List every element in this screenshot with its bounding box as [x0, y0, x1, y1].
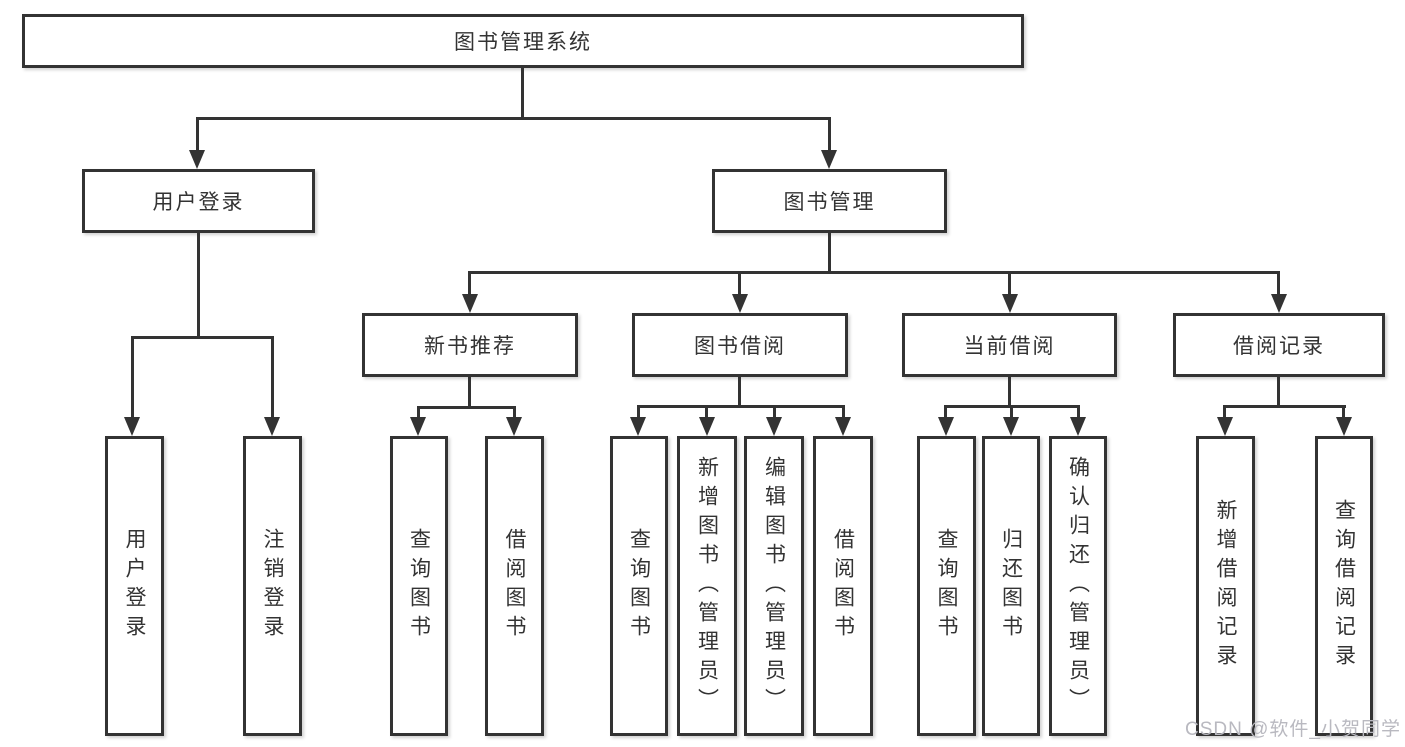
leaf-confirm-return-admin: 确认归还（管理员）: [1049, 436, 1107, 736]
leaf-query-book-1: 查询图书: [390, 436, 448, 736]
connector-line: [1277, 377, 1280, 408]
connector-line: [197, 117, 831, 120]
connector-arrowhead: [1336, 417, 1352, 436]
connector-arrowhead: [410, 417, 426, 436]
connector-line: [842, 405, 845, 421]
node-current-borrow-label: 当前借阅: [963, 335, 1056, 358]
leaf-query-borrow-record-label: 查询借阅记录: [1332, 499, 1356, 673]
node-root-label: 图书管理系统: [454, 31, 592, 54]
connector-arrowhead: [766, 417, 782, 436]
leaf-add-book-admin-label: 新增图书（管理员）: [695, 455, 719, 717]
connector-arrowhead: [1217, 417, 1233, 436]
connector-line: [1008, 377, 1011, 408]
node-borrow-record-label: 借阅记录: [1233, 335, 1325, 358]
node-current-borrow: 当前借阅: [902, 313, 1117, 377]
connector-arrowhead: [1070, 417, 1086, 436]
connector-line: [196, 117, 199, 153]
connector-arrowhead: [630, 417, 646, 436]
connector-line: [468, 271, 471, 298]
connector-arrowhead: [264, 417, 280, 436]
node-book-borrow-label: 图书借阅: [694, 335, 786, 358]
connector-line: [828, 117, 831, 153]
node-user-login: 用户登录: [82, 169, 315, 233]
leaf-add-book-admin: 新增图书（管理员）: [677, 436, 737, 736]
leaf-edit-book-admin-label: 编辑图书（管理员）: [762, 455, 786, 717]
connector-line: [1008, 271, 1011, 298]
node-borrow-record: 借阅记录: [1173, 313, 1385, 377]
connector-line: [417, 406, 420, 421]
connector-line: [828, 233, 831, 274]
leaf-query-book-3-label: 查询图书: [935, 528, 958, 644]
connector-line: [417, 406, 516, 409]
connector-line: [1077, 405, 1080, 421]
leaf-logout-label: 注销登录: [261, 528, 284, 644]
leaf-query-book-3: 查询图书: [917, 436, 976, 736]
leaf-borrow-book-2: 借阅图书: [813, 436, 873, 736]
node-new-book-recommend-label: 新书推荐: [424, 335, 516, 358]
leaf-user-login-label: 用户登录: [123, 528, 146, 644]
leaf-query-book-2: 查询图书: [610, 436, 668, 736]
leaf-query-book-2-label: 查询图书: [627, 528, 651, 644]
leaf-return-book-label: 归还图书: [999, 528, 1023, 644]
connector-line: [197, 233, 200, 339]
connector-line: [705, 405, 708, 421]
node-user-login-label: 用户登录: [152, 191, 245, 214]
connector-line: [1010, 405, 1013, 421]
connector-arrowhead: [462, 294, 478, 313]
leaf-return-book: 归还图书: [982, 436, 1040, 736]
connector-line: [468, 377, 471, 409]
csdn-watermark: CSDN @软件_小贺同学: [1185, 719, 1401, 740]
leaf-add-borrow-record: 新增借阅记录: [1196, 436, 1255, 736]
connector-arrowhead: [938, 417, 954, 436]
leaf-add-borrow-record-label: 新增借阅记录: [1214, 499, 1237, 673]
connector-arrowhead: [189, 150, 205, 169]
leaf-borrow-book-1-label: 借阅图书: [503, 528, 526, 644]
connector-line: [738, 271, 741, 298]
connector-arrowhead: [506, 417, 522, 436]
leaf-query-book-1-label: 查询图书: [407, 528, 431, 644]
connector-arrowhead: [1003, 417, 1019, 436]
connector-arrowhead: [1002, 294, 1018, 313]
connector-line: [1342, 405, 1345, 421]
leaf-user-login: 用户登录: [105, 436, 164, 736]
connector-line: [944, 405, 947, 421]
connector-line: [738, 377, 741, 408]
connector-line: [521, 68, 524, 120]
connector-line: [131, 336, 274, 339]
node-book-borrow: 图书借阅: [632, 313, 848, 377]
leaf-confirm-return-admin-label: 确认归还（管理员）: [1066, 455, 1090, 717]
connector-line: [131, 336, 134, 421]
leaf-edit-book-admin: 编辑图书（管理员）: [744, 436, 804, 736]
connector-line: [1223, 405, 1346, 408]
leaf-logout: 注销登录: [243, 436, 302, 736]
connector-line: [773, 405, 776, 421]
node-root: 图书管理系统: [22, 14, 1024, 68]
leaf-query-borrow-record: 查询借阅记录: [1315, 436, 1373, 736]
leaf-borrow-book-1: 借阅图书: [485, 436, 544, 736]
connector-arrowhead: [821, 150, 837, 169]
connector-line: [637, 405, 845, 408]
connector-arrowhead: [699, 417, 715, 436]
connector-line: [1277, 271, 1280, 298]
connector-line: [271, 336, 274, 421]
connector-arrowhead: [124, 417, 140, 436]
connector-arrowhead: [732, 294, 748, 313]
connector-line: [1223, 405, 1226, 421]
connector-line: [637, 405, 640, 421]
connector-arrowhead: [835, 417, 851, 436]
node-book-management-label: 图书管理: [783, 191, 876, 214]
connector-arrowhead: [1271, 294, 1287, 313]
leaf-borrow-book-2-label: 借阅图书: [831, 528, 855, 644]
connector-line: [513, 406, 516, 421]
connector-line: [469, 271, 1280, 274]
node-new-book-recommend: 新书推荐: [362, 313, 578, 377]
node-book-management: 图书管理: [712, 169, 947, 233]
